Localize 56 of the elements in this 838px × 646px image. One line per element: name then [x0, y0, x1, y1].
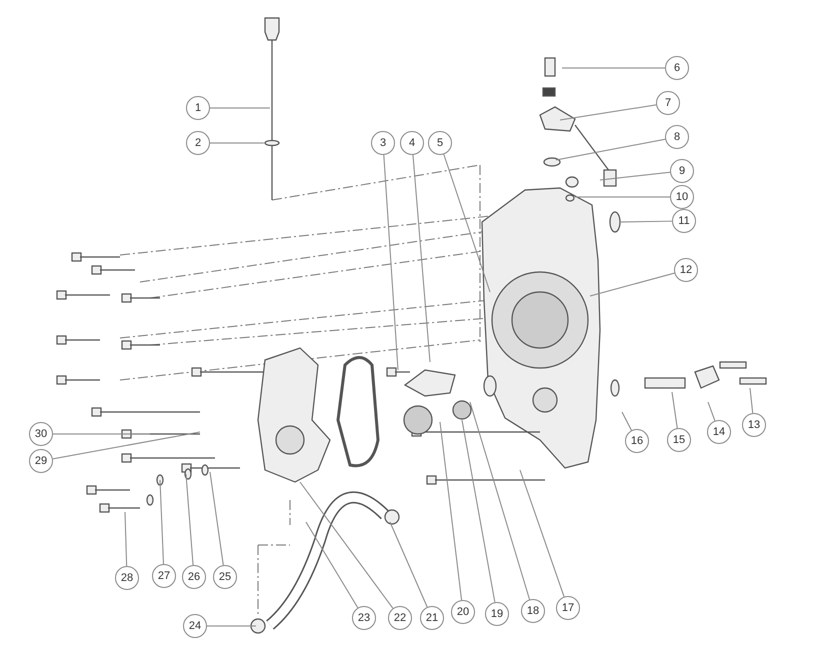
callout-number: 27 [152, 564, 176, 588]
leader-line [383, 154, 398, 370]
leader-line [590, 272, 675, 296]
callout-number: 11 [672, 209, 696, 233]
callout-number: 19 [485, 602, 509, 626]
leader-line [750, 388, 754, 414]
callout-number: 6 [665, 56, 689, 80]
leader-line [186, 474, 194, 566]
callout-number: 16 [625, 429, 649, 453]
leader-line [620, 220, 672, 222]
leader-line [600, 172, 671, 180]
leader-line [520, 470, 565, 598]
callout-number: 28 [115, 566, 139, 590]
callout-number: 5 [428, 131, 452, 155]
callout-number: 30 [29, 422, 53, 446]
callout-number: 17 [556, 596, 580, 620]
callout-number: 20 [451, 600, 475, 624]
leader-line [160, 480, 164, 564]
leader-line [708, 402, 716, 422]
callout-number: 2 [186, 131, 210, 155]
leader-line [574, 196, 670, 198]
leader-line [210, 472, 224, 566]
callout-number: 24 [183, 614, 207, 638]
callout-number: 14 [707, 420, 731, 444]
leader-line [124, 512, 128, 566]
callout-number: 3 [371, 131, 395, 155]
callout-number: 13 [742, 413, 766, 437]
leader-line [560, 104, 657, 120]
callout-number: 12 [674, 258, 698, 282]
callout-number: 25 [213, 565, 237, 589]
leader-line [300, 482, 394, 609]
callout-number: 1 [186, 96, 210, 120]
leader-line [556, 138, 666, 160]
callout-number: 23 [352, 606, 376, 630]
leader-line [672, 392, 678, 429]
callout-number: 7 [656, 91, 680, 115]
callout-number: 9 [670, 159, 694, 183]
leader-line [390, 522, 428, 608]
callout-number: 21 [420, 606, 444, 630]
leader-line [210, 142, 264, 144]
leader-line [622, 412, 632, 431]
callout-number: 26 [182, 565, 206, 589]
callout-number: 18 [521, 599, 545, 623]
leader-line [440, 422, 462, 601]
callout-number: 22 [388, 606, 412, 630]
callout-number: 8 [665, 125, 689, 149]
leader-line [470, 402, 530, 600]
callout-number: 15 [667, 428, 691, 452]
leader-line [443, 154, 490, 292]
callout-number: 29 [29, 449, 53, 473]
leader-line [412, 154, 430, 362]
leader-line [462, 420, 496, 603]
callout-number: 10 [670, 185, 694, 209]
callout-number: 4 [400, 131, 424, 155]
leader-line [306, 522, 358, 608]
leader-line [52, 432, 200, 460]
